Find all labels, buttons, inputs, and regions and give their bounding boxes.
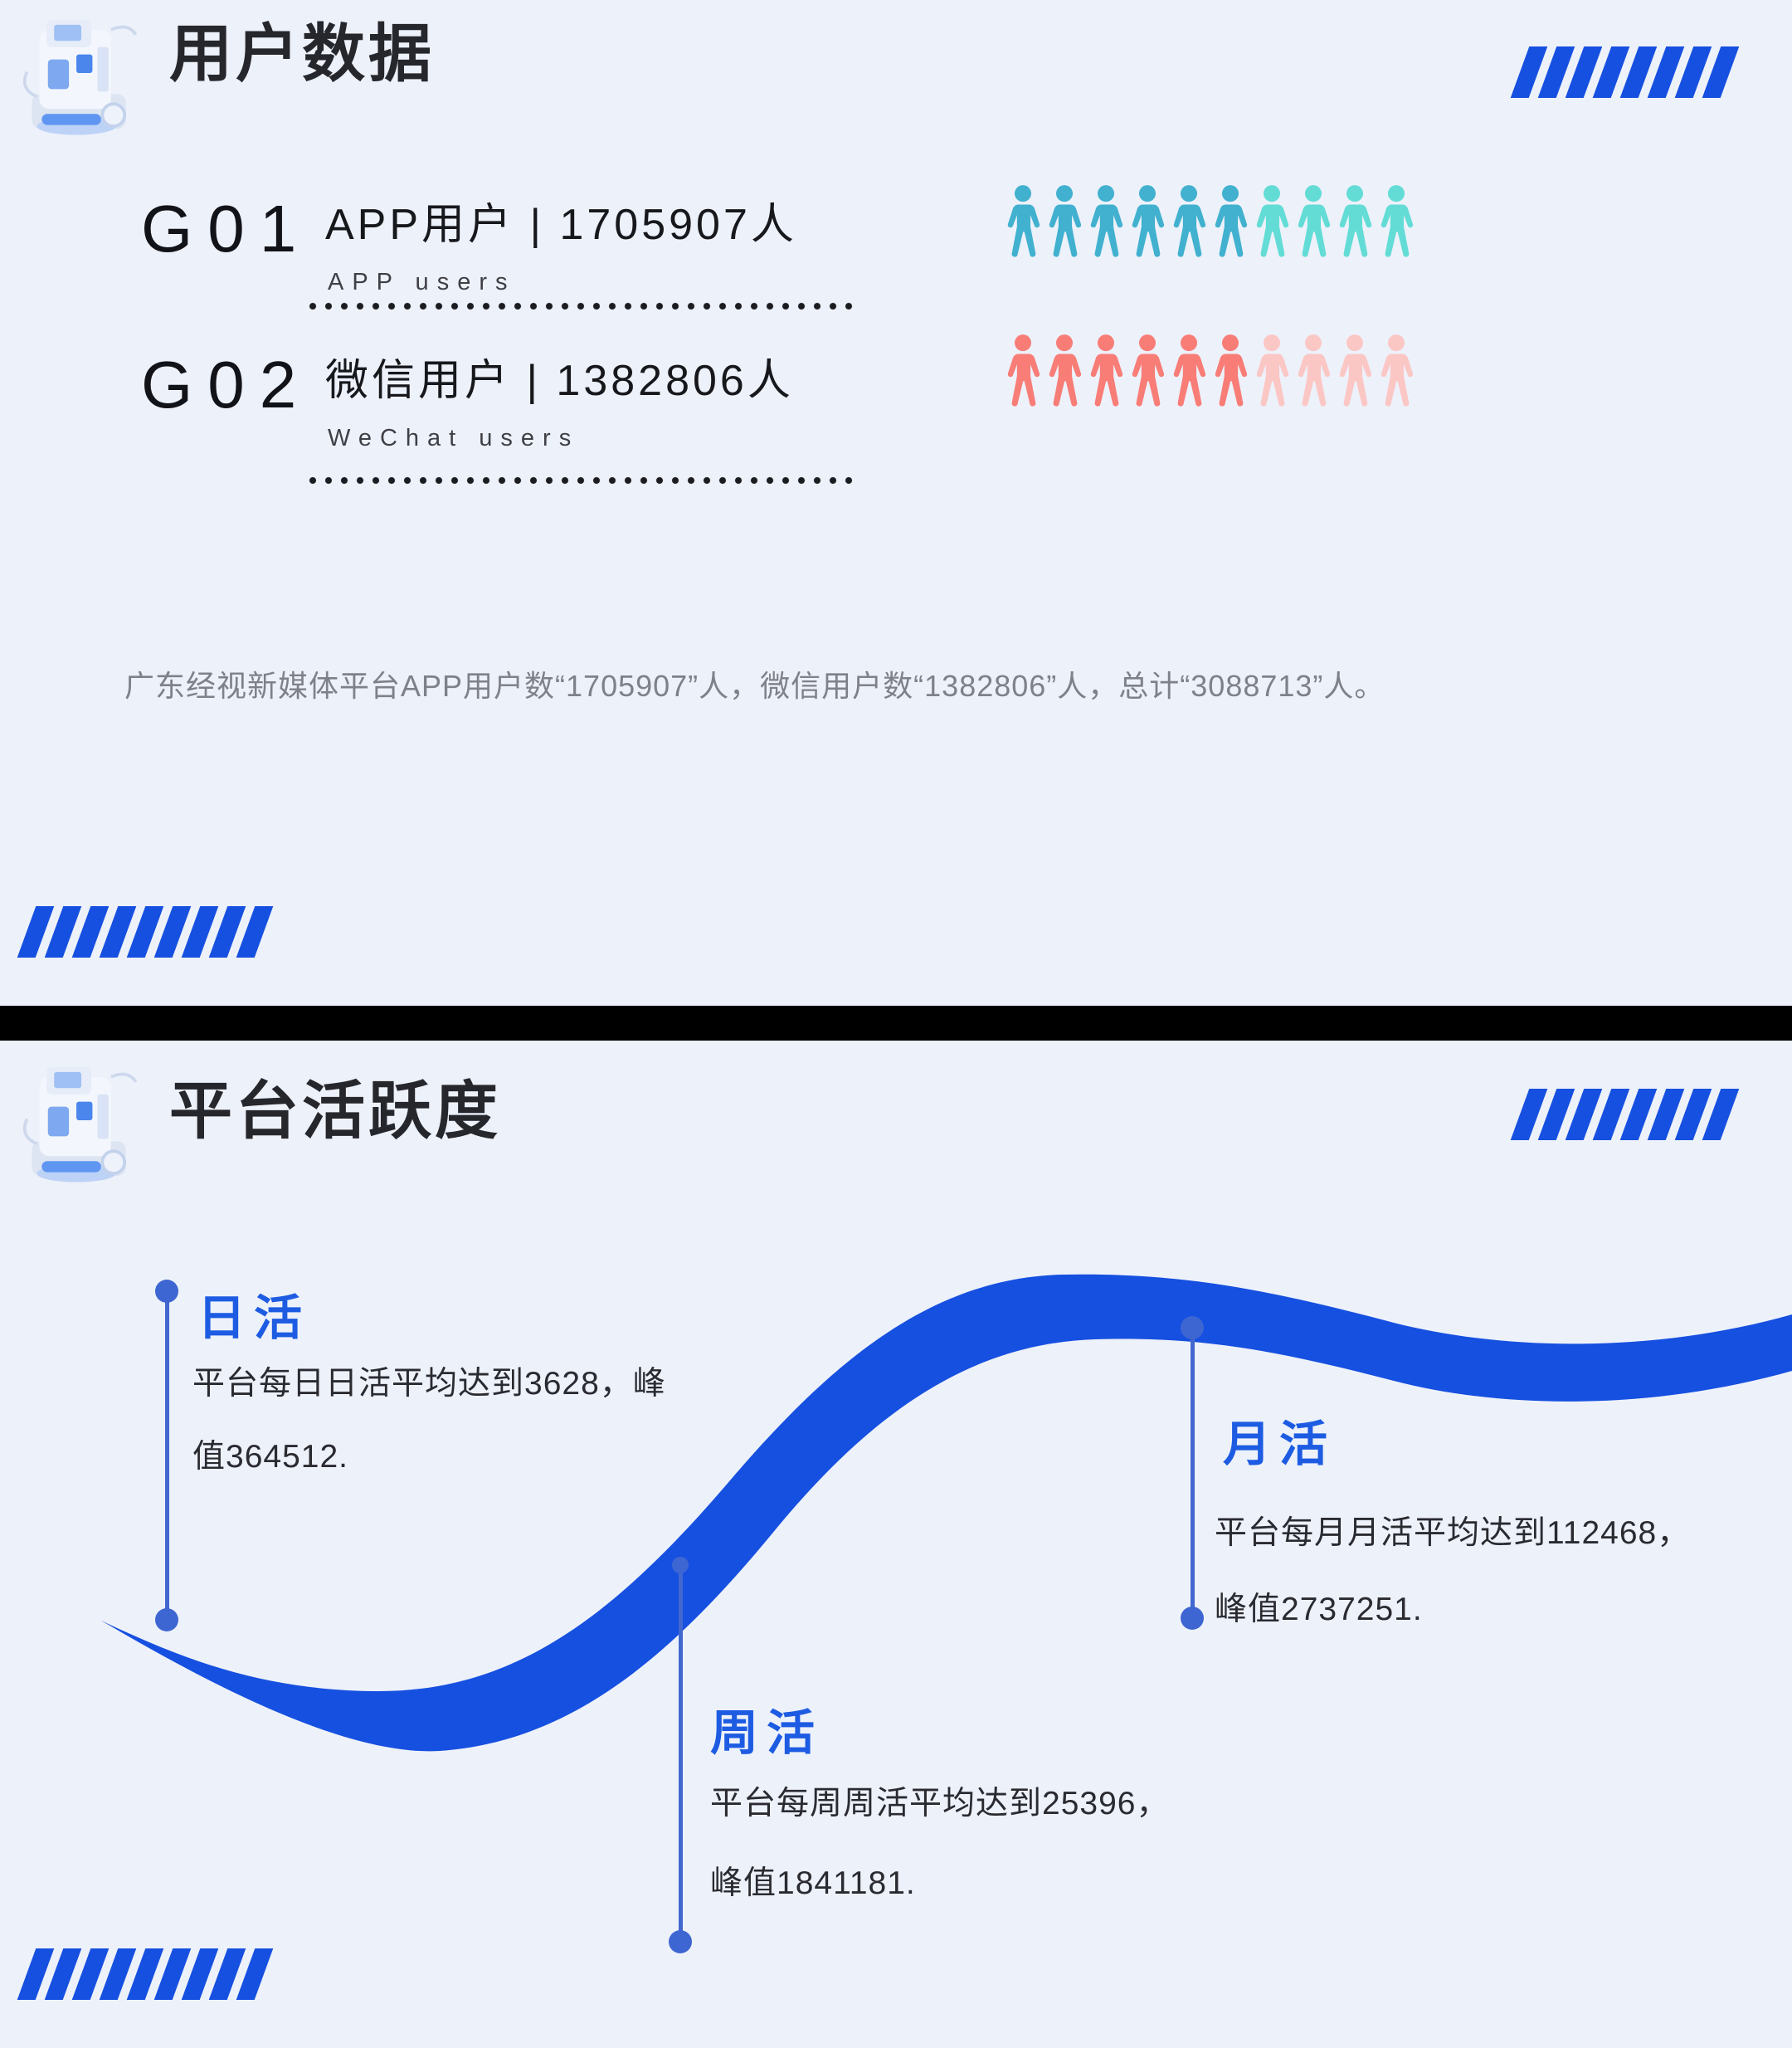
person-icon [1130,184,1165,261]
marker-line-monthly [1191,1328,1195,1618]
marker-line-weekly [679,1567,683,1942]
row-label: APP用户 | 1705907人 [325,201,797,249]
summary-text: 广东经视新媒体平台APP用户数“1705907”人，微信用户数“1382806”… [124,669,1385,703]
person-icon [1213,334,1248,410]
machine-3d-icon [22,1057,146,1188]
person-icon [1379,184,1414,261]
marker-line-daily [165,1291,169,1620]
person-icon [1213,184,1248,261]
person-icon [1296,334,1331,410]
marker-text: 平台每周周活平均达到25396， [710,1786,1170,1821]
slash-decoration-bottom-left [17,1948,274,2000]
marker-title-monthly: 月活 [1223,1417,1337,1471]
person-icon [1296,184,1331,261]
person-icon [1006,334,1040,410]
person-icon [1171,184,1206,261]
marker-dot [155,1608,178,1631]
pictograph-row-app [1006,184,1420,261]
marker-dot [672,1557,689,1573]
row-sublabel: WeChat users [328,425,580,451]
slash-decoration-top-right [1510,46,1740,98]
slash-decoration-top-right [1510,1089,1740,1140]
marker-dot [155,1280,178,1303]
marker-text: 峰值1841181. [710,1865,916,1901]
person-icon [1254,334,1289,410]
person-icon [1379,334,1414,410]
person-icon [1171,334,1206,410]
person-icon [1088,334,1123,410]
section-platform-activity: 平台活跃度 日活 平台每日日活平均达到3628，峰 值364512. 周活 平台… [0,1041,1792,2048]
person-icon [1047,184,1082,261]
person-icon [1047,334,1082,410]
person-icon [1337,184,1372,261]
section-title: 用户数据 [169,19,435,90]
person-icon [1130,334,1165,410]
dotted-divider [309,476,858,485]
person-icon [1088,184,1123,261]
marker-dot [669,1930,692,1953]
marker-text: 平台每月月活平均达到112468， [1215,1515,1691,1551]
dotted-divider [309,302,858,310]
person-icon [1337,334,1372,410]
row-sublabel: APP users [328,269,516,295]
section-user-data: 用户数据 G01 APP用户 | 1705907人 APP users G02 … [0,0,1792,1006]
slash-decoration-bottom-left [17,906,274,958]
person-icon [1006,184,1040,261]
marker-title-daily: 日活 [197,1291,311,1345]
row-code: G01 [141,192,312,266]
person-icon [1254,184,1289,261]
machine-3d-icon [22,10,146,141]
pictograph-row-wechat [1006,334,1420,410]
row-code: G02 [141,348,312,422]
activity-flow-curve [101,1274,1792,1752]
section-divider [0,1006,1792,1041]
marker-title-weekly: 周活 [710,1706,824,1760]
section-title: 平台活跃度 [169,1076,501,1147]
marker-dot [1181,1316,1204,1339]
marker-text: 峰值2737251. [1215,1592,1423,1627]
marker-text: 值364512. [192,1439,348,1475]
row-label: 微信用户 | 1382806人 [325,357,794,405]
marker-dot [1181,1607,1204,1630]
marker-text: 平台每日日活平均达到3628，峰 [192,1366,666,1402]
